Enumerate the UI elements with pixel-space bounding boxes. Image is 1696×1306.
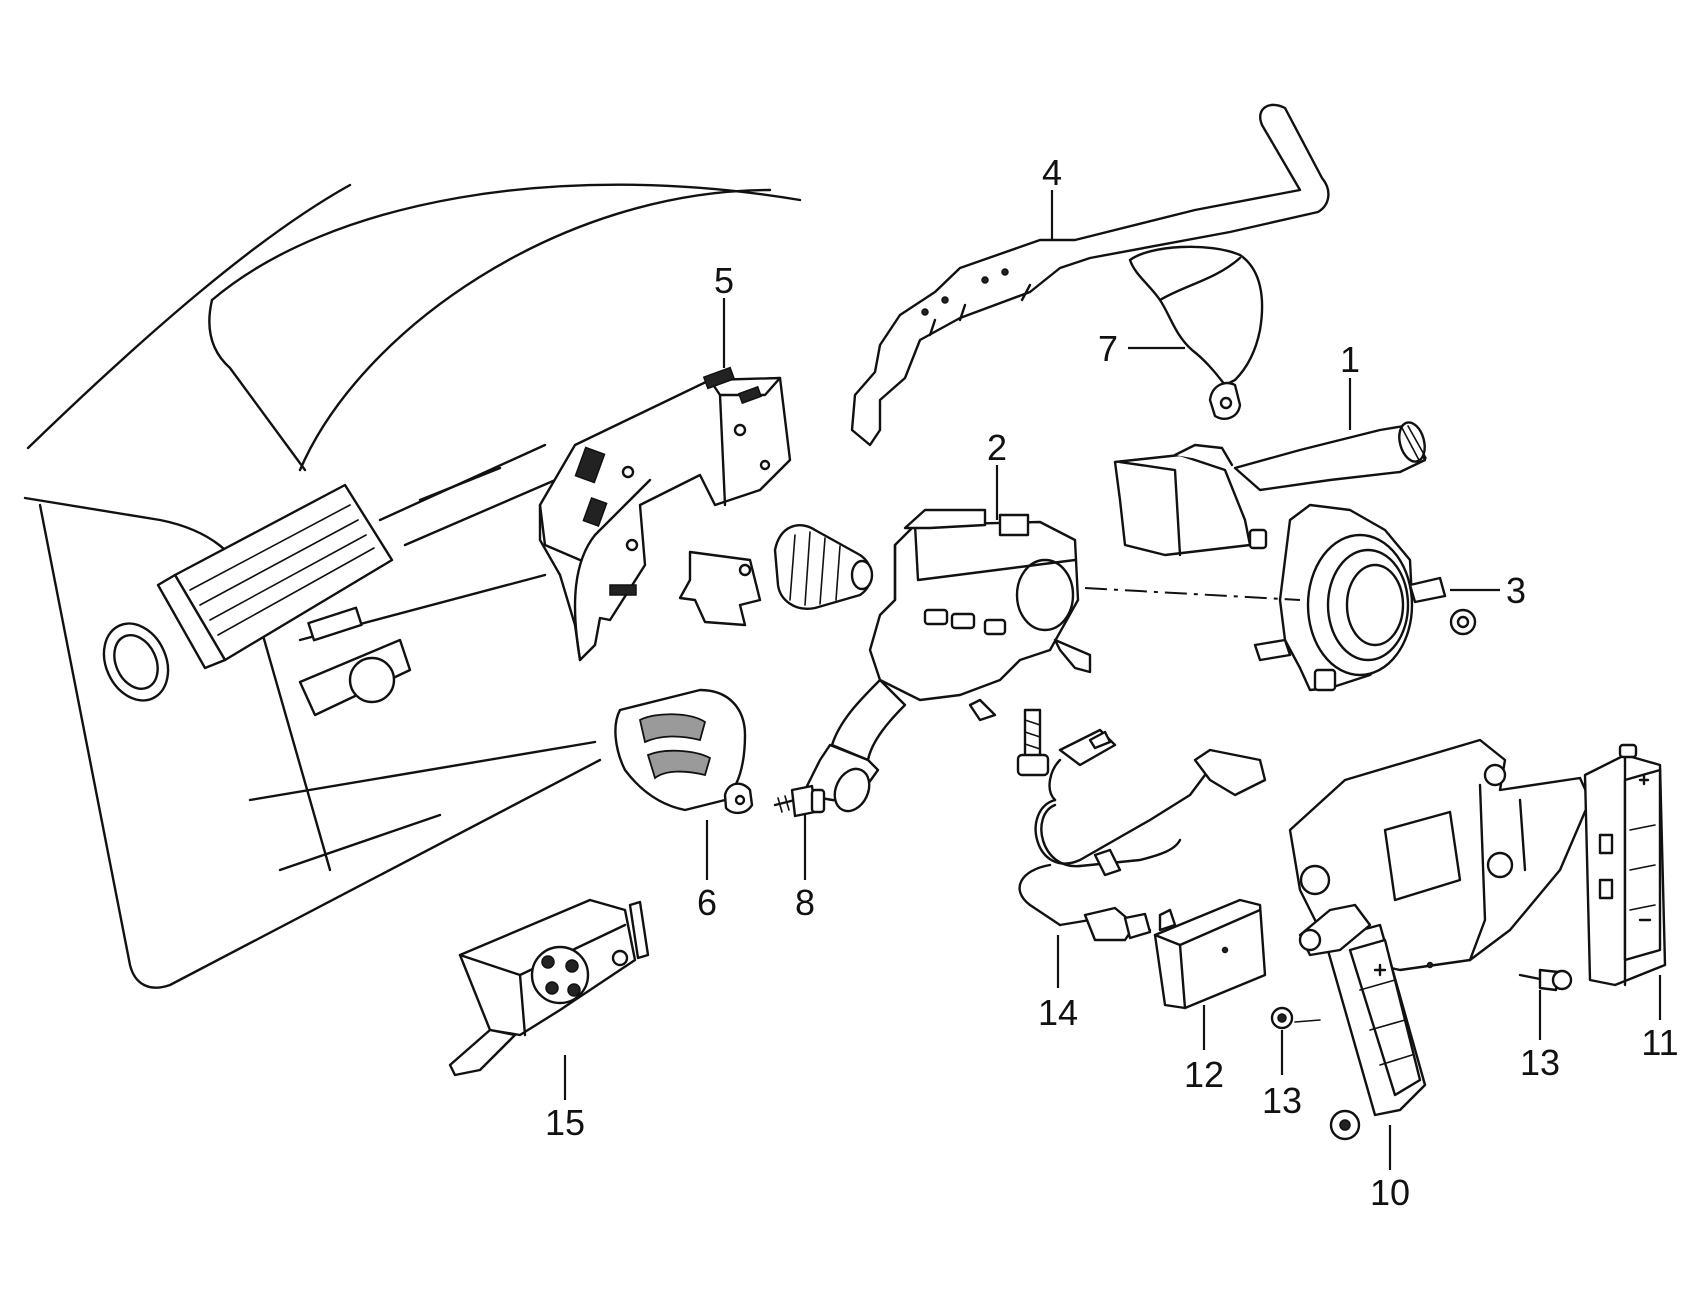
part-5-switch-housing [538,366,792,662]
callout-13-right: 13 [1520,1042,1560,1083]
part-11-control-panel [1583,743,1667,987]
alignment-line [1084,587,1301,601]
part-15-control-module [448,898,650,1077]
callout-14: 14 [1038,992,1078,1033]
part-7-trim-cover [1128,245,1264,420]
part-4-bracket [850,103,1330,447]
callout-7: 7 [1098,328,1118,369]
callout-5: 5 [714,260,734,301]
callout-8: 8 [795,882,815,923]
leader-lines [563,190,1662,1170]
callout-2: 2 [987,427,1007,468]
part-3-clock-spring [1253,503,1477,692]
part-10-control-panel [1298,903,1427,1141]
callout-labels: 4 5 7 1 2 3 6 8 14 12 13 13 11 10 15 [545,152,1679,1213]
part-6-trim-cover [614,688,754,815]
callout-4: 4 [1042,152,1062,193]
part-8-screw [773,784,826,818]
callout-11: 11 [1641,1022,1678,1063]
mounting-plate [678,550,762,627]
part-14-wiring-harness [1018,728,1267,942]
callout-3: 3 [1506,570,1526,611]
ignition-lock-barrel [773,523,874,610]
dashboard-outline [23,183,802,989]
part-12-module [1153,898,1267,1010]
callout-15: 15 [545,1102,585,1143]
part-13-screw-left [1270,1006,1321,1030]
callout-1: 1 [1340,339,1360,380]
callout-10: 10 [1370,1172,1410,1213]
callout-6: 6 [697,882,717,923]
part-1-stalk-switch [1113,421,1427,557]
callout-13-left: 13 [1262,1080,1302,1121]
part-2-switch-base [803,508,1092,813]
part-13-screw-right [1518,968,1573,992]
callout-12: 12 [1184,1054,1224,1095]
